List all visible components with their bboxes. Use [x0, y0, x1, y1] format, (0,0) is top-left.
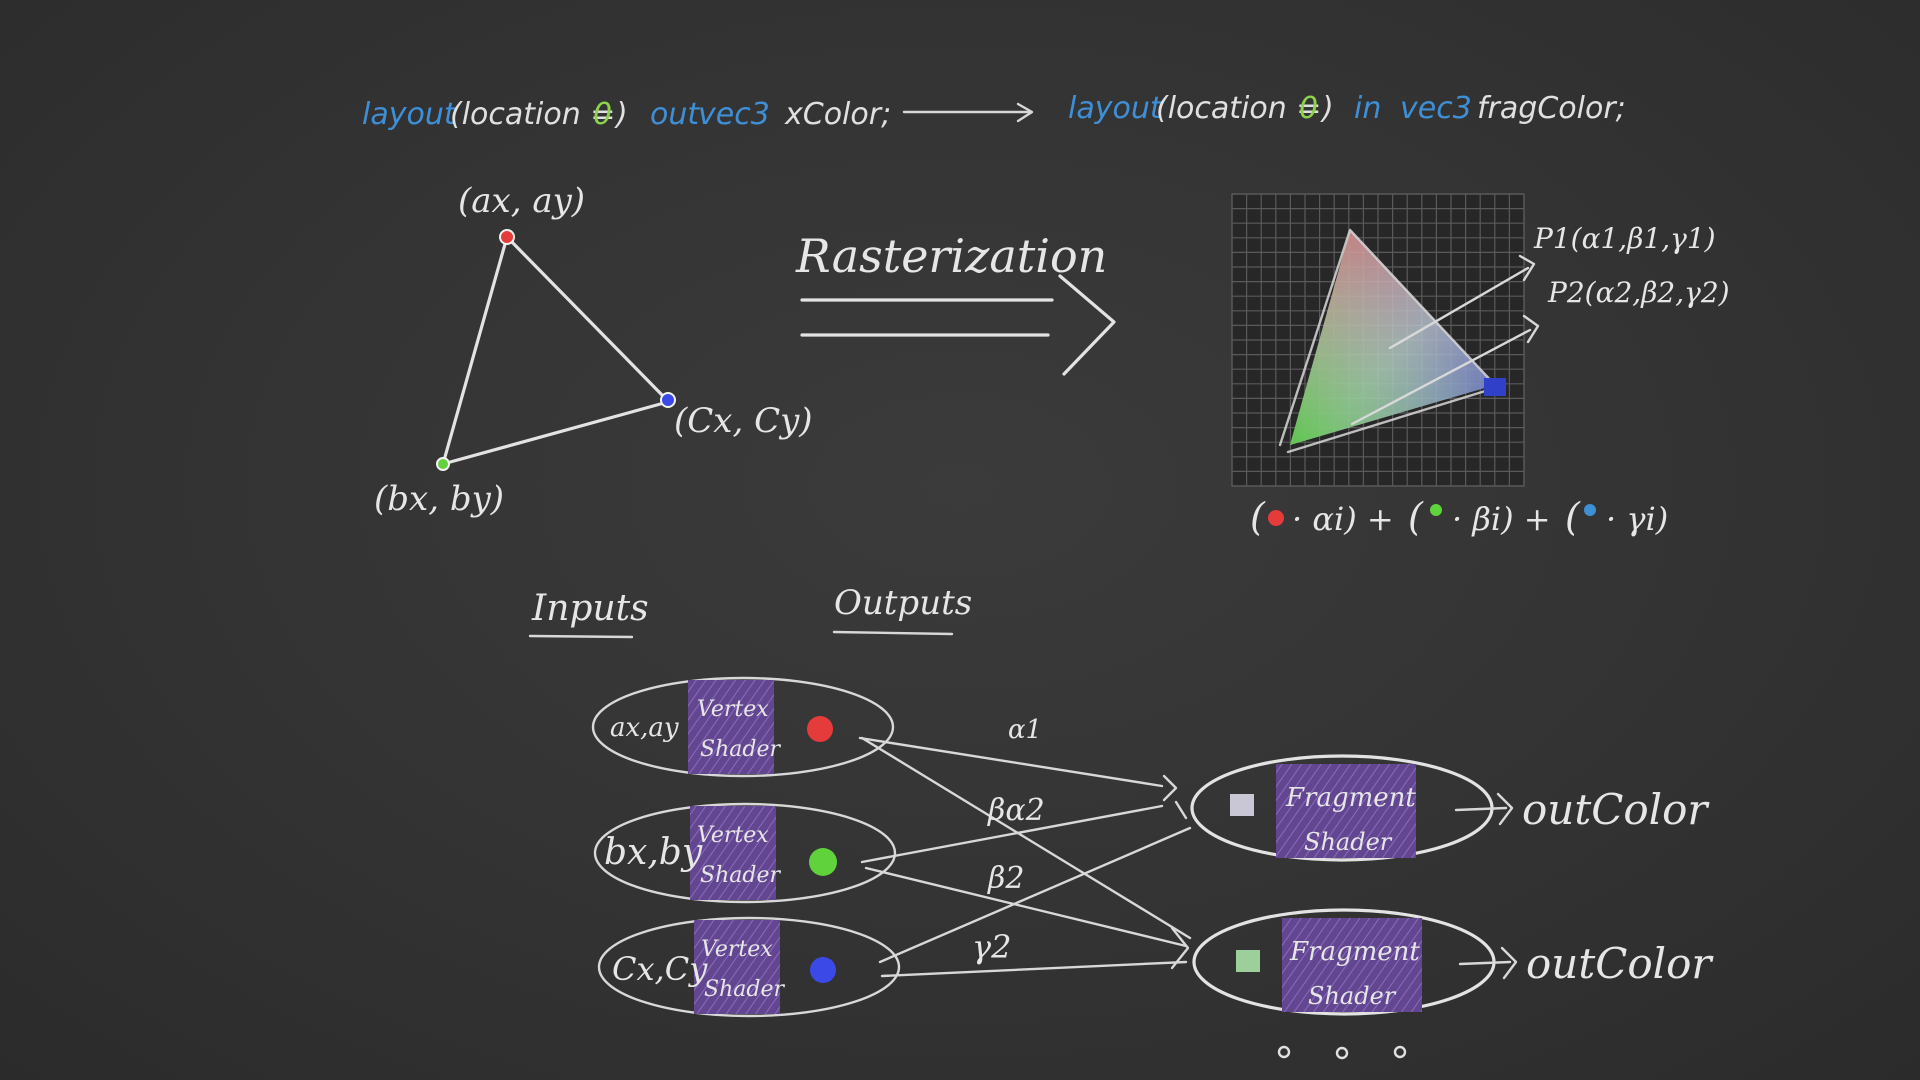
code-right-qualifier: in — [1354, 91, 1381, 126]
fragment-output-label: outColor — [1522, 785, 1710, 834]
vertex-shader-box — [690, 806, 776, 900]
weight-beta-alpha-2: βα2 — [987, 793, 1045, 828]
code-right-name: fragColor; — [1477, 91, 1626, 126]
vertex-shader-c: Cx,Cy Vertex Shader — [597, 916, 901, 1018]
vertex-a-label: (ax, ay) — [458, 181, 585, 221]
code-line: layout (location = 0 ) out vec3 xColor; … — [362, 91, 1626, 132]
formula-alpha: · αi) + — [1292, 500, 1394, 538]
p1-label: P1(α1,β1,γ1) — [1533, 222, 1716, 255]
inputs-header: Inputs — [531, 588, 649, 629]
code-arrow-icon — [902, 102, 1034, 123]
fragment-shader-label: Fragment — [1289, 937, 1420, 967]
vertex-shader-label: Shader — [700, 737, 781, 762]
vertex-output-green-dot — [809, 848, 837, 876]
vertex-c-dot — [660, 392, 676, 408]
fragment-grid: P1(α1,β1,γ1) P2(α2,β2,γ2) ( · αi) + ( · … — [1231, 193, 1730, 539]
vertex-b-label: (bx, by) — [374, 479, 504, 519]
code-right-location: (location = — [1156, 91, 1321, 126]
rasterization-label: Rasterization — [795, 229, 1107, 283]
vertex-a-dot — [499, 229, 515, 245]
vertex-c-label: (Cx, Cy) — [674, 401, 813, 441]
weight-gamma-2: γ2 — [972, 928, 1011, 966]
code-left-zero: 0 — [593, 97, 612, 132]
vertex-triangle: (ax, ay) (bx, by) (Cx, Cy) — [374, 181, 813, 519]
weight-beta-2: β2 — [987, 861, 1024, 896]
svg-text:(: ( — [1565, 495, 1581, 539]
arrow-head-icon — [1058, 274, 1116, 376]
vertex-input-label: bx,by — [604, 832, 703, 873]
vertex-shader-b: bx,by Vertex Shader — [593, 802, 897, 904]
code-left-name: xColor; — [784, 97, 891, 132]
code-left-layout: layout — [362, 97, 457, 132]
fragment-shader-box — [1282, 918, 1422, 1012]
fragment-output-label: outColor — [1526, 939, 1714, 988]
green-dot-icon — [1430, 504, 1442, 516]
vertex-shader-a: ax,ay Vertex Shader — [591, 676, 895, 778]
vertex-input-label: Cx,Cy — [612, 950, 708, 988]
red-dot-icon — [1268, 510, 1284, 526]
vertex-shader-label: Shader — [700, 863, 781, 888]
code-right-zero: 0 — [1299, 91, 1318, 126]
continuation-dots — [1277, 1045, 1407, 1060]
vertex-input-label: ax,ay — [610, 713, 679, 743]
vertex-b-dot — [436, 457, 450, 471]
vertex-shader-box — [694, 920, 780, 1014]
weight-alpha-1: α1 — [1008, 715, 1042, 745]
fragment-color-swatch — [1230, 794, 1254, 816]
barycentric-formula: ( · αi) + ( · βi) + ( · γi) — [1250, 495, 1668, 539]
vertex-shader-label: Vertex — [697, 697, 769, 722]
fragment-shader-label: Shader — [1304, 828, 1393, 856]
code-left-type: vec3 — [698, 97, 770, 132]
code-left-location: (location = — [450, 97, 615, 132]
vertex-output-red-dot — [807, 716, 833, 742]
code-left-close: ) — [614, 97, 628, 132]
blue-dot-icon — [1584, 504, 1596, 516]
code-right-close: ) — [1320, 91, 1334, 126]
fragment-shader-2: Fragment Shader outColor — [1192, 908, 1714, 1016]
code-right-layout: layout — [1068, 91, 1163, 126]
vertex-shader-label: Vertex — [697, 823, 769, 848]
fragment-color-swatch — [1236, 950, 1260, 972]
fragment-shader-box — [1276, 764, 1416, 858]
formula-gamma: · γi) — [1606, 500, 1668, 538]
p2-label: P2(α2,β2,γ2) — [1547, 276, 1730, 309]
svg-text:(: ( — [1250, 495, 1266, 539]
fragment-shader-label: Shader — [1308, 982, 1397, 1010]
formula-beta: · βi) + — [1452, 500, 1551, 538]
code-left-qualifier: out — [650, 97, 700, 132]
code-right-type: vec3 — [1400, 91, 1472, 126]
fragment-shader-1: Fragment Shader outColor — [1190, 754, 1710, 862]
vertex-shader-label: Vertex — [701, 937, 773, 962]
vertex-shader-label: Shader — [704, 977, 785, 1002]
outputs-header: Outputs — [834, 583, 972, 623]
vertex-shader-box — [688, 680, 774, 774]
svg-text:(: ( — [1408, 495, 1424, 539]
fragment-shader-label: Fragment — [1285, 783, 1416, 813]
vertex-output-blue-dot — [810, 957, 836, 983]
io-headers: Inputs Outputs — [528, 583, 972, 639]
rasterization-arrow: Rasterization — [795, 229, 1116, 376]
interpolation-lines: α1 βα2 β2 γ2 — [858, 715, 1192, 978]
